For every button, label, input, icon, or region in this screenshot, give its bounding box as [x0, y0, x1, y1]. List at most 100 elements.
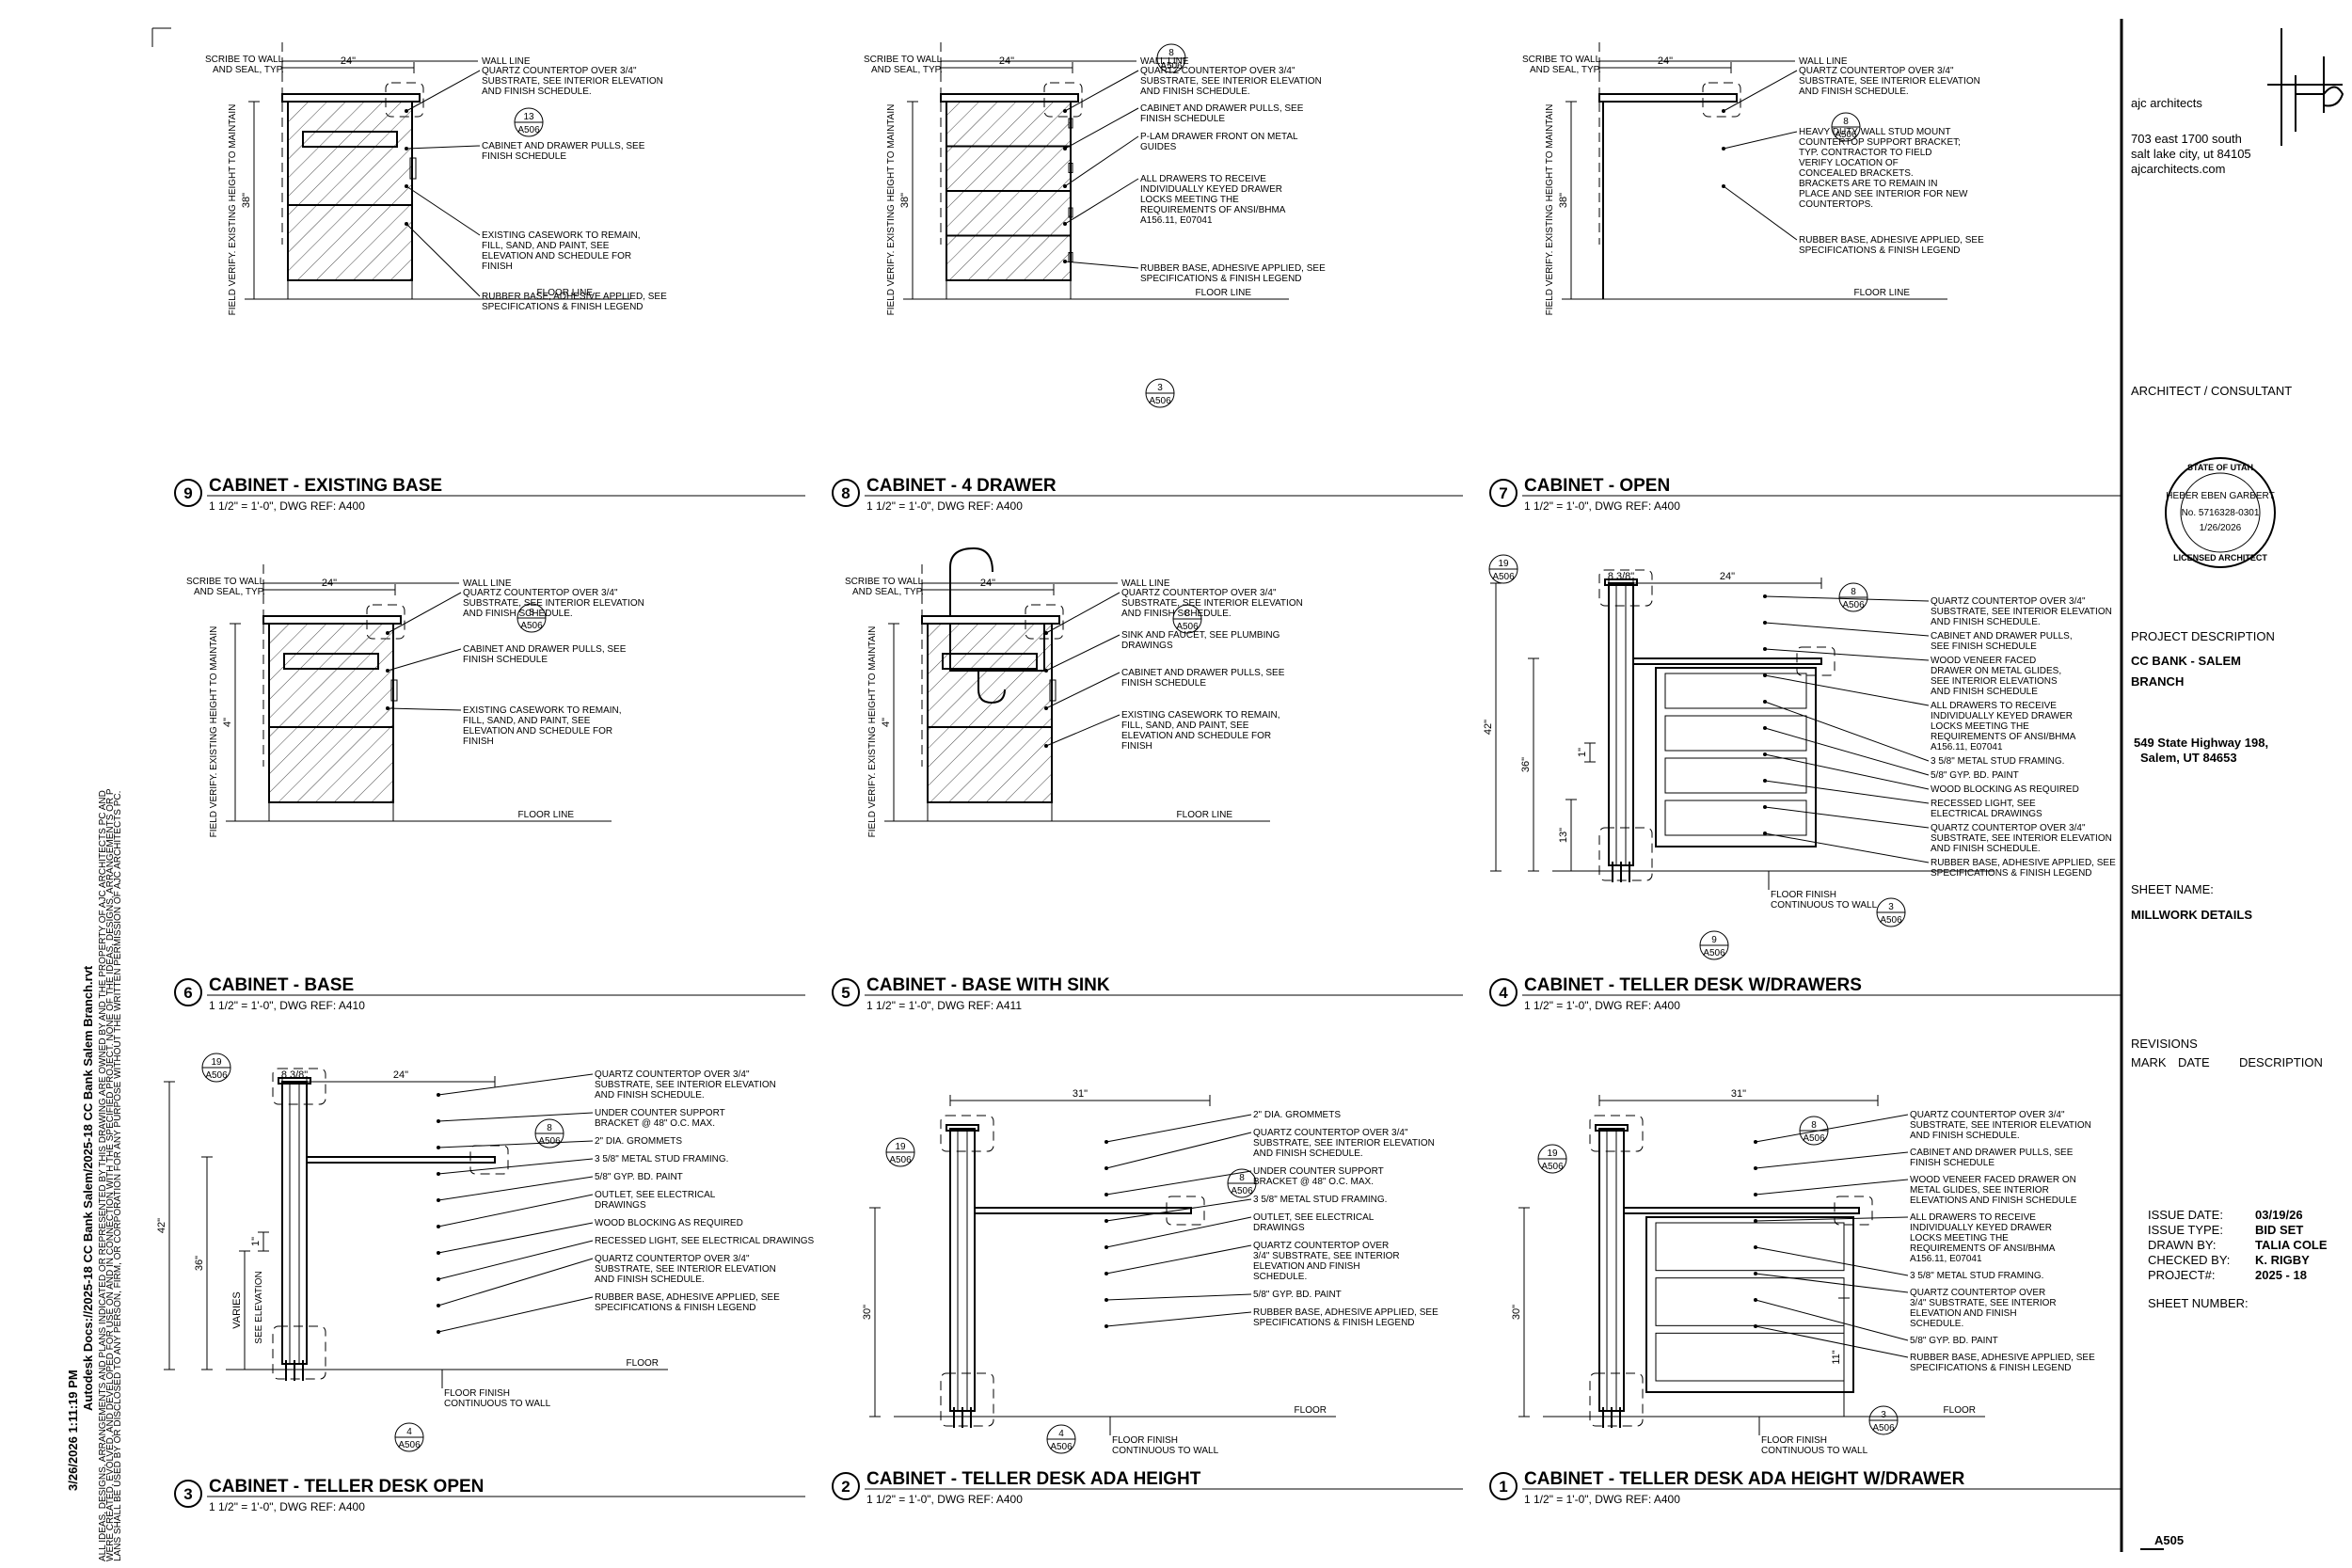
callout-note: 5/8" GYP. BD. PAINT [595, 1172, 683, 1182]
project-label: PROJECT DESCRIPTION [2131, 629, 2275, 643]
leader [437, 1073, 594, 1097]
note-line: 3 5/8" METAL STUD FRAMING. [1253, 1195, 1387, 1205]
scribe-note: SCRIBE TO WALL [205, 55, 284, 65]
leader-line [405, 145, 481, 150]
sheet-name: MILLWORK DETAILS [2131, 908, 2252, 922]
leader-line [437, 1296, 594, 1333]
drawer-pull [1068, 207, 1073, 218]
leader [1754, 1245, 1909, 1276]
view-scale: 1 1/2" = 1'-0", DWG REF: A400 [866, 1493, 1023, 1506]
note-line: INDIVIDUALLY KEYED DRAWER [1140, 184, 1282, 195]
note-line: AND FINISH SCHEDULE. [1931, 844, 2041, 854]
note-line: FINISH SCHEDULE [482, 151, 566, 162]
note-line: QUARTZ COUNTERTOP OVER 3/4" [1931, 596, 2086, 607]
note-line: SUBSTRATE, SEE INTERIOR ELEVATION [1121, 598, 1303, 609]
legal-notice: LANS SHALL BE USED BY OR DISCLOSED TO AN… [113, 791, 123, 1561]
tag-number: 8 [1239, 1173, 1245, 1183]
floor-finish-note: CONTINUOUS TO WALL [444, 1399, 551, 1409]
door-pull [409, 157, 417, 180]
callout-note: QUARTZ COUNTERTOP OVER 3/4"SUBSTRATE, SE… [482, 66, 663, 97]
note-line: CONCEALED BRACKETS. [1799, 168, 1914, 179]
detail-callout-box [469, 1145, 509, 1175]
leader [1754, 1179, 1909, 1196]
project-address: 549 State Highway 198, [2134, 736, 2268, 750]
note-line: ELEVATION AND FINISH [1253, 1261, 1360, 1272]
note-line: QUARTZ COUNTERTOP OVER 3/4" [595, 1069, 750, 1080]
seal-number: No. 5716328-0301 [2182, 508, 2260, 518]
note-line: SCHEDULE. [1910, 1319, 1963, 1329]
dim-label: 11" [1831, 1350, 1842, 1364]
issue-label: PROJECT#: [2148, 1268, 2216, 1282]
wall-cap [1595, 1124, 1629, 1132]
detail-callout-box [940, 1372, 994, 1427]
scribe-note: SCRIBE TO WALL [186, 577, 265, 587]
note-line: ELECTRICAL DRAWINGS [1931, 809, 2042, 819]
note-line: GUIDES [1140, 142, 1177, 152]
leader [437, 1176, 594, 1202]
note-line: SPECIFICATIONS & FINISH LEGEND [1931, 868, 2092, 879]
tag-number: 8 [1168, 48, 1174, 58]
note-line: 5/8" GYP. BD. PAINT [595, 1172, 683, 1182]
work-countertop [1623, 1207, 1860, 1214]
floor-line-note: FLOOR LINE [1177, 810, 1233, 820]
tag-sheet: A506 [1842, 600, 1865, 610]
note-line: AND FINISH SCHEDULE. [1931, 617, 2041, 627]
note-line: OUTLET, SEE ELECTRICAL [1253, 1212, 1375, 1223]
note-line: COUNTERTOP SUPPORT BRACKET; [1799, 137, 1961, 148]
leader [1722, 184, 1798, 241]
leader [437, 1158, 594, 1176]
view-name: CABINET - BASE [209, 975, 354, 995]
note-line: QUARTZ COUNTERTOP OVER 3/4" [1910, 1110, 2065, 1120]
floor-finish-note: FLOOR FINISH [1112, 1435, 1178, 1446]
horizontal-dimension: 24" [262, 578, 396, 595]
leader-arrow [1763, 752, 1767, 756]
callout-note: WOOD BLOCKING AS REQUIRED [1931, 784, 2079, 795]
leader [1104, 1132, 1252, 1170]
note-line: DRAWINGS [595, 1200, 646, 1211]
detail-callout-box [1598, 569, 1653, 607]
project-title: BRANCH [2131, 674, 2184, 689]
note-line: FINISH SCHEDULE [1121, 678, 1206, 689]
countertop [921, 615, 1060, 625]
leader-line [1764, 780, 1930, 804]
callout-note: 2" DIA. GROMMETS [595, 1136, 682, 1147]
leader [1722, 131, 1798, 150]
note-line: BRACKET @ 48" O.C. MAX. [1253, 1177, 1374, 1187]
callout-note: QUARTZ COUNTERTOP OVER 3/4"SUBSTRATE, SE… [1799, 66, 1980, 97]
floor-note: FLOOR [627, 1358, 659, 1369]
view-scale: 1 1/2" = 1'-0", DWG REF: A400 [209, 1500, 365, 1513]
callout-note: EXISTING CASEWORK TO REMAIN,FILL, SAND, … [482, 230, 641, 272]
leader-arrow [1754, 1245, 1757, 1249]
note-line: RECESSED LIGHT, SEE [1931, 799, 2036, 809]
leader-arrow [1044, 669, 1048, 673]
horizontal-dimension: 24" [921, 578, 1055, 595]
horizontal-dimension: 24" [1632, 571, 1822, 589]
leader-arrow [1754, 1298, 1757, 1302]
floor-finish-note: FLOOR FINISH [1761, 1435, 1827, 1446]
note-line: ELEVATION AND FINISH [1910, 1308, 2017, 1319]
note-line: REQUIREMENTS OF ANSI/BHMA [1910, 1243, 2056, 1254]
view-name: CABINET - OPEN [1524, 476, 1670, 496]
note-line: SPECIFICATIONS & FINISH LEGEND [1140, 274, 1302, 284]
callout-note: 3 5/8" METAL STUD FRAMING. [1253, 1195, 1387, 1205]
leader-line [437, 1176, 594, 1201]
seal-date: 1/26/2026 [2200, 523, 2242, 533]
leader-arrow [386, 669, 389, 673]
note-line: ELEVATION AND SCHEDULE FOR [482, 251, 631, 261]
seal-name: HEBER EBEN GARBERT [2166, 491, 2274, 501]
note-line: AND FINISH SCHEDULE. [595, 1275, 705, 1285]
leader-arrow [1754, 1324, 1757, 1328]
floor-line-note: FLOOR LINE [1854, 288, 1911, 298]
leader-arrow [405, 222, 408, 226]
view-scale: 1 1/2" = 1'-0", DWG REF: A400 [209, 499, 365, 513]
note-line: SUBSTRATE, SEE INTERIOR ELEVATION [1140, 76, 1322, 87]
vertical-dimension: 36" [194, 1156, 213, 1370]
note-line: CABINET AND DRAWER PULLS, SEE [1121, 668, 1285, 678]
